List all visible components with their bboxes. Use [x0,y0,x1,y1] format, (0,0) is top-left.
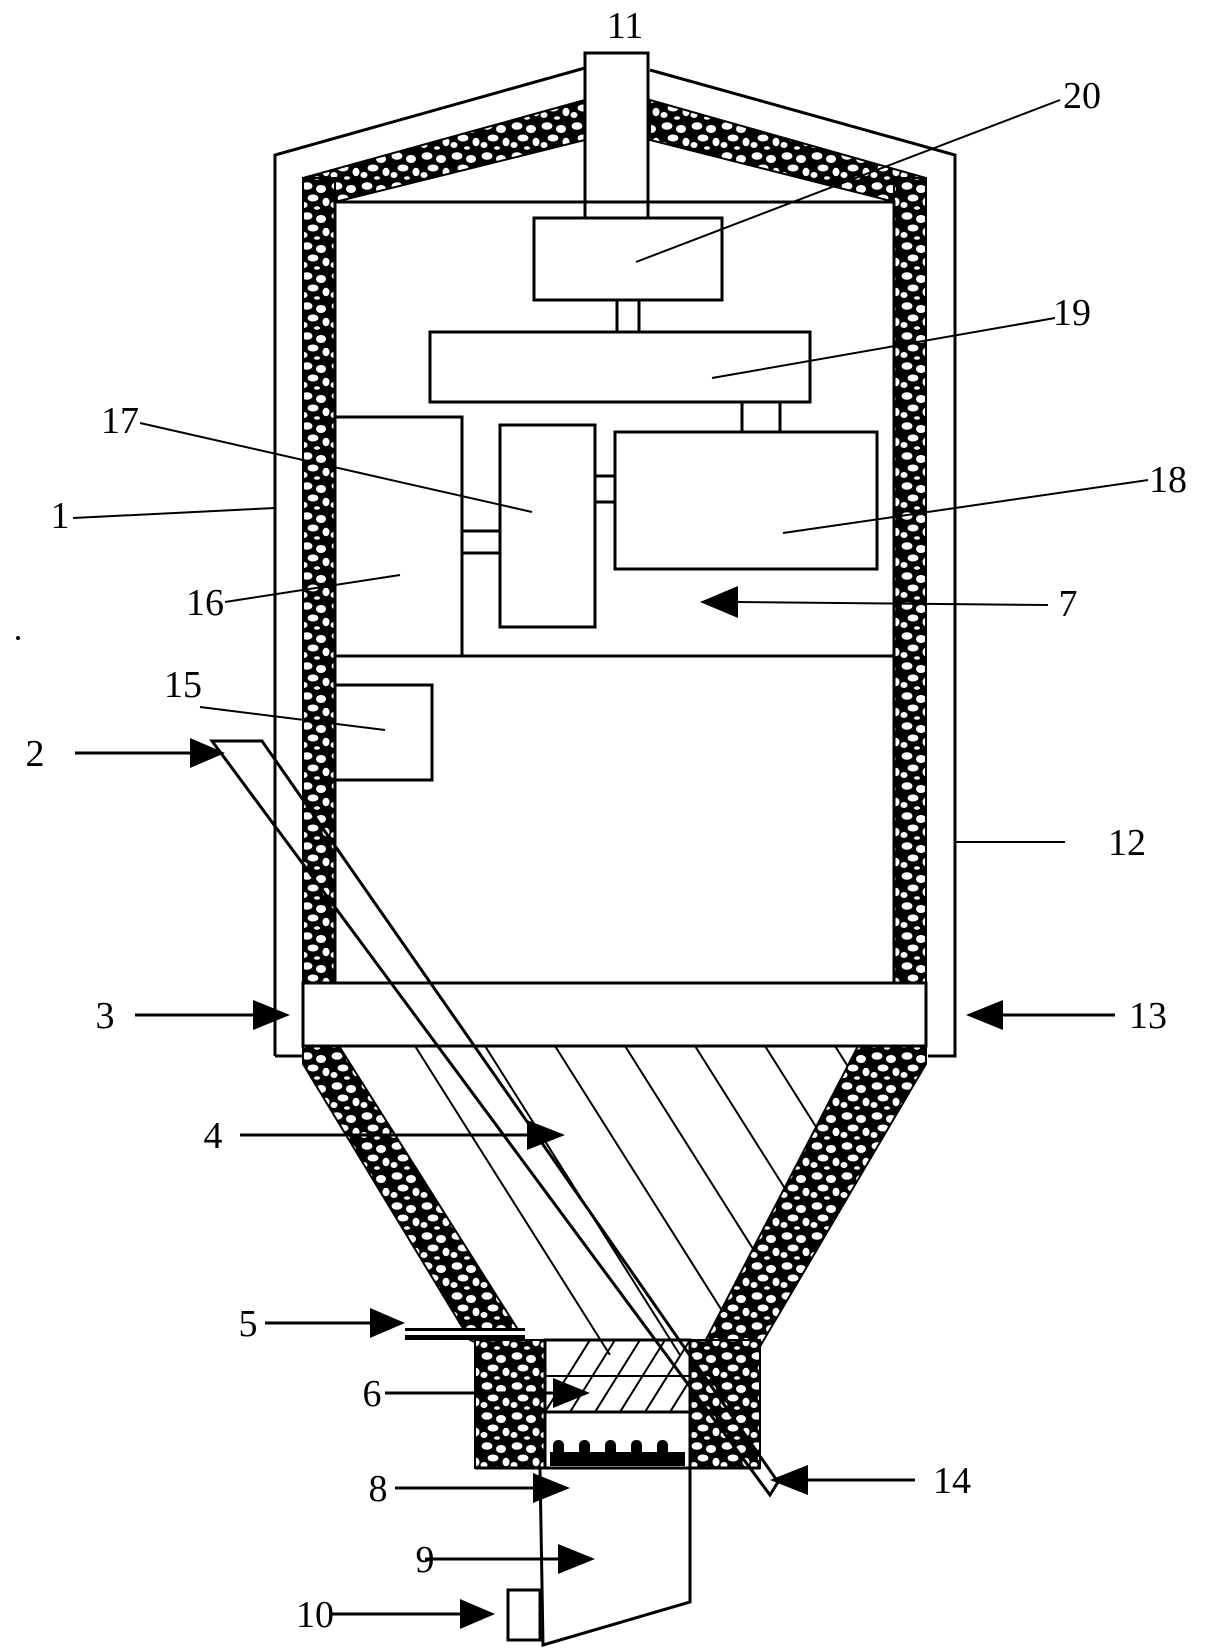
outer-shell [273,66,957,1058]
side-pipe [405,1328,525,1340]
label-6: 6 [363,1373,382,1415]
stray-dot [16,636,20,640]
component-19 [428,330,812,404]
connector-17-18 [593,474,617,504]
label-15: 15 [164,664,202,706]
label-17: 17 [101,400,139,442]
inlet-band [301,981,928,1048]
reference-labels: 11 20 19 17 18 1 16 7 15 2 12 3 13 4 5 6… [26,5,1188,1636]
grate [543,1338,692,1414]
outlet-valve [506,1588,542,1642]
label-2: 2 [26,733,45,775]
component-20 [532,216,724,302]
component-16 [333,415,464,658]
label-11: 11 [607,5,644,47]
label-14: 14 [933,1460,971,1502]
label-7: 7 [1059,583,1078,625]
connector-20-19 [615,298,641,334]
label-10: 10 [296,1594,334,1636]
component-15 [333,683,434,782]
insulation-layer [302,98,927,1469]
label-8: 8 [369,1468,388,1510]
component-17 [498,423,597,629]
label-20: 20 [1063,75,1101,117]
label-5: 5 [239,1303,258,1345]
label-3: 3 [96,995,115,1037]
connector-16-17 [460,529,502,555]
label-13: 13 [1129,995,1167,1037]
chimney [583,51,650,220]
leader-lines [72,99,1149,843]
heating-elements [475,1410,760,1470]
connector-19-18 [740,400,782,436]
arrows [75,586,1115,1629]
component-18 [613,430,879,571]
collection-tray [538,1466,692,1647]
label-16: 16 [186,582,224,624]
label-19: 19 [1053,292,1091,334]
label-18: 18 [1149,459,1187,501]
label-1: 1 [51,495,70,537]
label-4: 4 [204,1115,223,1157]
label-9: 9 [416,1539,435,1581]
label-12: 12 [1108,822,1146,864]
